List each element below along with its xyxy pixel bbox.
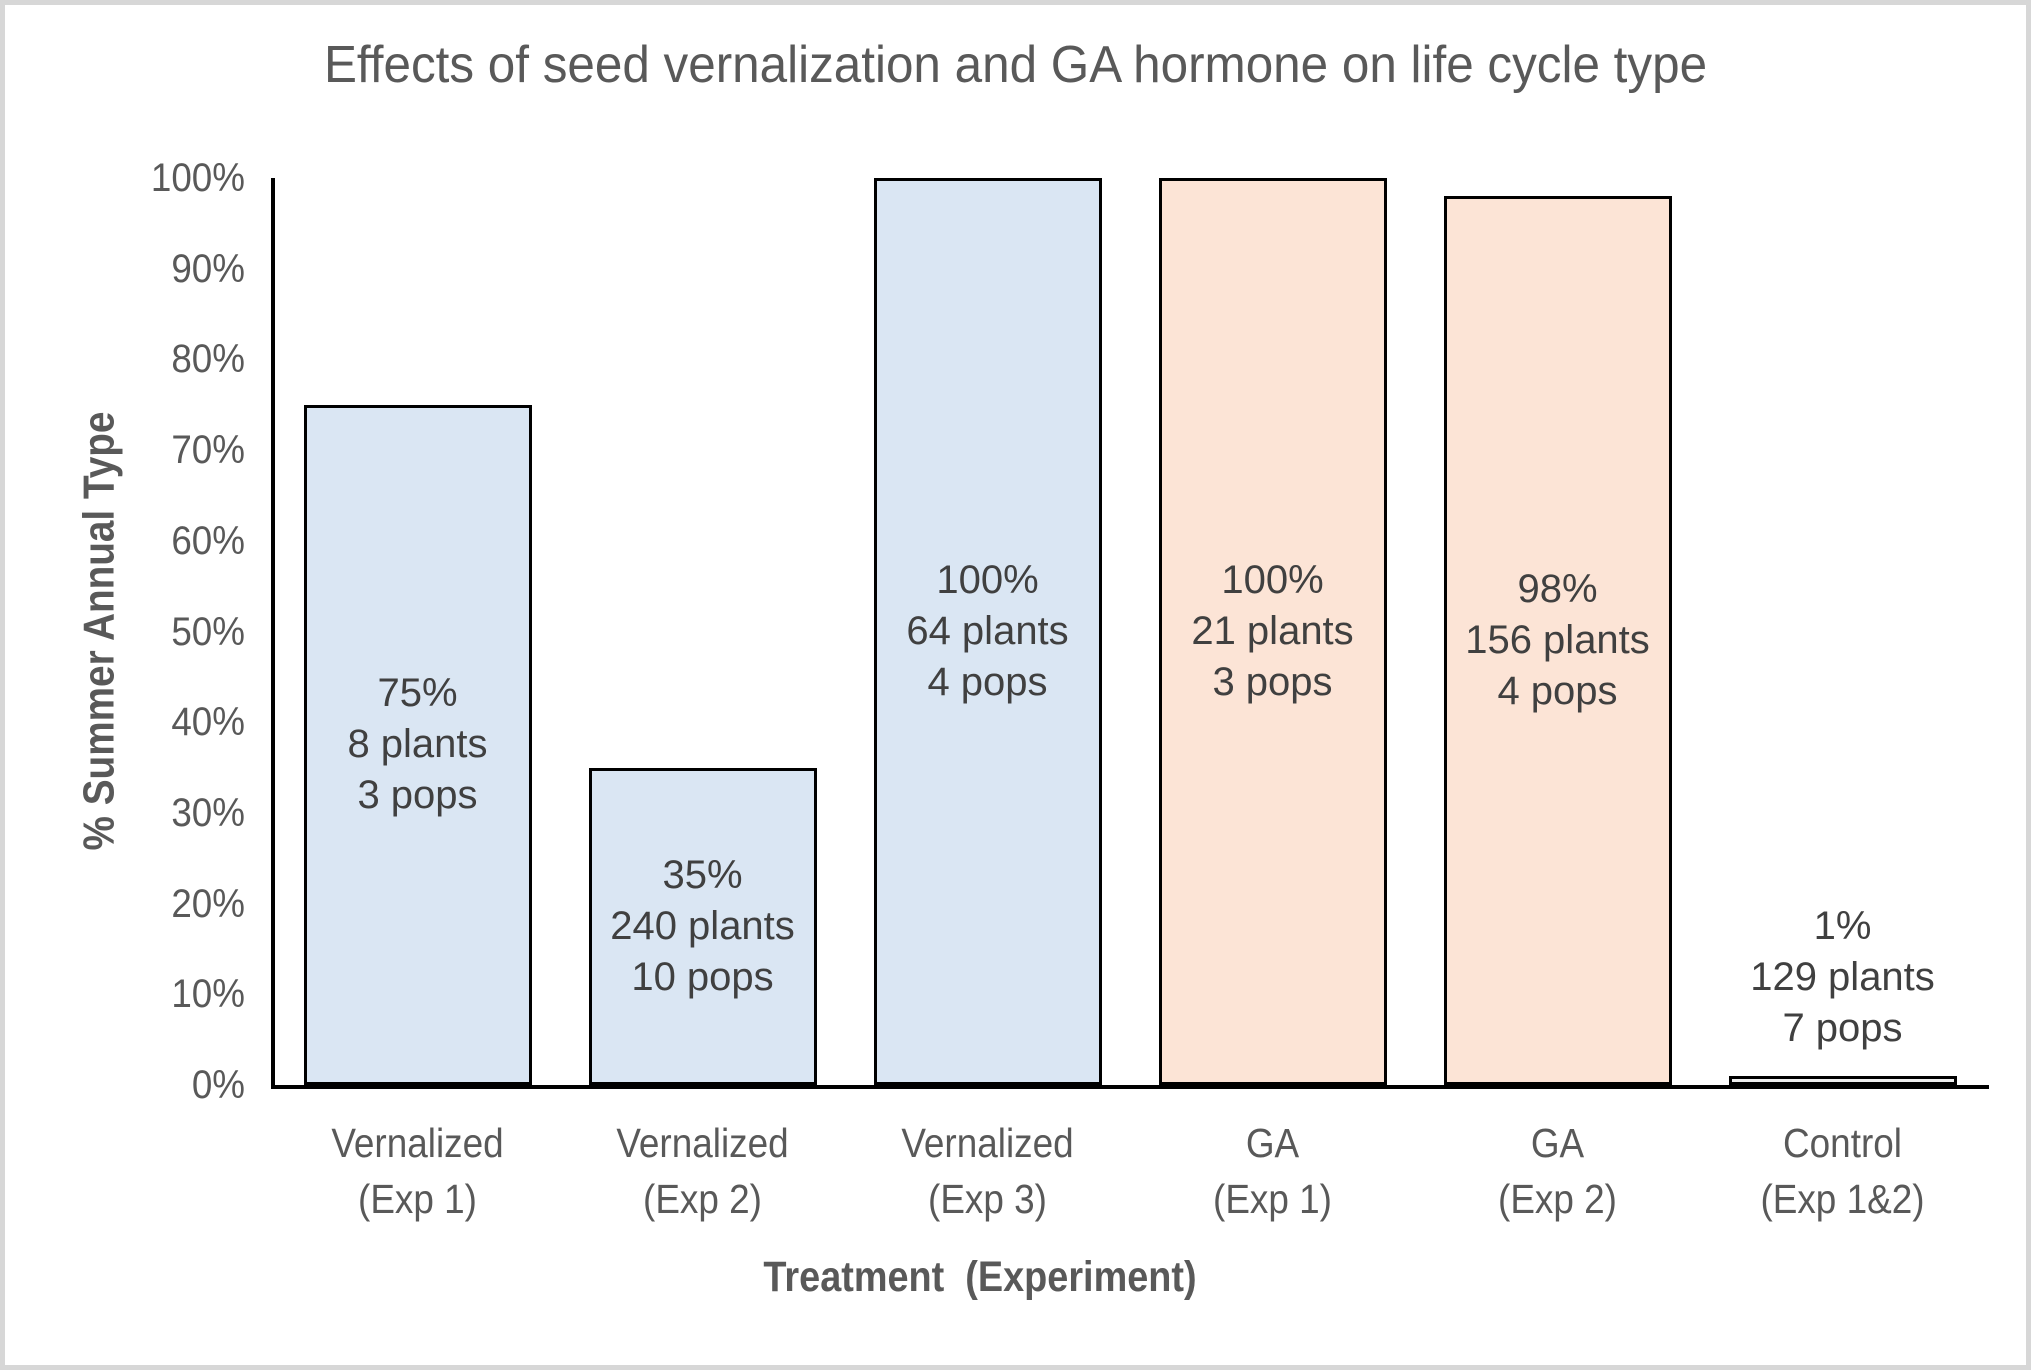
y-tick-label: 90% [171,246,245,291]
category-label: Control (Exp 1&2) [1714,1115,1971,1227]
bar-data-label-line: 21 plants [1191,609,1354,653]
bar-data-label-line: 129 plants [1750,954,1935,999]
y-tick-label: 10% [171,972,245,1017]
y-tick-label: 100% [150,156,245,200]
bar-data-label-line: 100% [936,558,1039,602]
bar-data-label: 100% 64 plants 4 pops [874,178,1102,1085]
category-label-line1: Vernalized [331,1120,504,1166]
bar [588,767,817,1085]
bar-data-label-line: 4 pops [927,660,1048,704]
bar [1443,196,1672,1085]
bar-data-label-line: 75% [377,671,458,716]
bar-data-label-line: 240 plants [610,903,795,948]
category-label-line2: (Exp 1&2) [1760,1176,1925,1222]
bar [303,404,532,1085]
category-label: Vernalized (Exp 3) [859,1115,1116,1227]
category-label-line1: Control [1783,1120,1902,1166]
category-label-line2: (Exp 1) [1213,1176,1332,1222]
y-tick-label: 30% [171,790,245,835]
bar-data-label-line: 10 pops [631,954,774,999]
bar-data-label: 75% 8 plants 3 pops [304,405,532,1085]
bar-data-label-line: 7 pops [1782,1005,1903,1050]
y-tick-label: 50% [171,609,245,654]
y-tick-label: 60% [171,518,245,563]
category-label: Vernalized (Exp 2) [574,1115,831,1227]
category-label-line1: GA [1530,1120,1585,1166]
bar [873,178,1102,1085]
category-label-line1: Vernalized [901,1120,1074,1166]
bar-data-label-line: 100% [1221,558,1324,602]
y-tick-label: 40% [171,700,245,745]
bar-data-label-line: 35% [662,852,743,897]
bar [1158,178,1387,1085]
category-label: GA (Exp 1) [1144,1115,1401,1227]
bar-data-label-line: 3 pops [1212,660,1333,704]
category-label-line2: (Exp 3) [928,1176,1047,1222]
bar [1728,1075,1957,1085]
category-label: GA (Exp 2) [1429,1115,1686,1227]
bar-data-label-line: 4 pops [1497,669,1618,714]
bar-data-label: 35% 240 plants 10 pops [589,768,817,1085]
bar-data-label-line: 156 plants [1465,618,1650,663]
bar-data-label-line: 64 plants [906,609,1069,653]
y-tick-label: 20% [171,881,245,926]
y-tick-label: 70% [171,428,245,473]
category-label: Vernalized (Exp 1) [289,1115,546,1227]
bar-data-label-line: 8 plants [347,722,488,767]
bar-data-label-line: 98% [1517,567,1598,612]
category-label-line1: Vernalized [616,1120,789,1166]
bar-data-label: 100% 21 plants 3 pops [1159,178,1387,1085]
y-tick-label: 0% [191,1063,245,1107]
bar-data-label-line: 3 pops [357,773,478,818]
bar-data-label: 1% 129 plants 7 pops [1729,856,1957,1066]
category-label-line2: (Exp 1) [358,1176,477,1222]
chart-title: Effects of seed vernalization and GA hor… [323,36,1708,94]
category-label-line2: (Exp 2) [1498,1176,1617,1222]
category-label-line1: GA [1245,1120,1300,1166]
y-tick-label: 80% [171,337,245,382]
category-label-line2: (Exp 2) [643,1176,762,1222]
plot-area [271,178,1989,1089]
bar-data-label: 98% 156 plants 4 pops [1444,196,1672,1085]
bar-data-label-line: 1% [1813,903,1872,948]
x-axis-title: Treatment (Experiment) [763,1253,1197,1301]
